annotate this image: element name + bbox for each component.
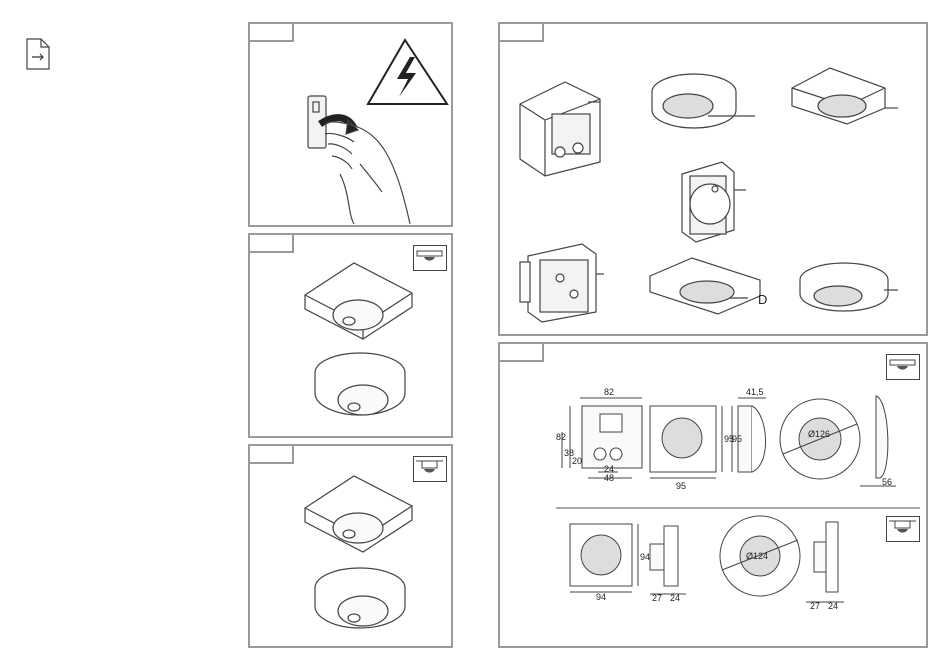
round-surface-cover-illustration (652, 74, 755, 128)
square-flush-detector-illustration (305, 476, 412, 552)
dim-round-diameter: Ø126 (808, 429, 830, 439)
square-flush-cover-illustration (650, 258, 760, 314)
detector-insert-illustration (682, 162, 746, 242)
high-voltage-warning-icon (368, 40, 447, 104)
dim-flush-square-width: 94 (596, 592, 606, 602)
round-flush-cover-illustration (800, 263, 898, 311)
dim-side-height: 95 (732, 434, 742, 444)
dim-flush-square-height: 94 (640, 552, 650, 562)
dim-box-height: 82 (556, 432, 566, 442)
square-surface-cover-illustration (792, 68, 898, 124)
panel-surface-mount (248, 233, 453, 438)
panel-components: D (498, 22, 928, 336)
panel-disconnect-power (248, 22, 453, 227)
panel-dimensions: 82 82 38 20 24 48 95 95 41,5 95 Ø126 56 … (498, 342, 928, 648)
dim-flush-square-side-a: 27 (652, 593, 662, 603)
dim-box-inner-b: 20 (572, 456, 582, 466)
document-icon (25, 38, 51, 70)
hand-unplugging-illustration (308, 96, 410, 224)
round-flush-detector-illustration (315, 568, 405, 628)
dim-flush-round-side-a: 27 (810, 601, 820, 611)
part-label-d: D (758, 292, 767, 307)
dim-flush-round-side-b: 24 (828, 601, 838, 611)
surface-box-illustration (520, 82, 600, 176)
dim-flush-round-diameter: Ø124 (746, 551, 768, 561)
square-detector-illustration (305, 263, 412, 339)
panel-flush-mount (248, 444, 453, 648)
dim-round-depth: 56 (882, 477, 892, 487)
dim-plate-width: 95 (676, 481, 686, 491)
dim-side-depth: 41,5 (746, 387, 764, 397)
dim-box-bottom-b: 48 (604, 473, 614, 483)
flush-box-illustration (520, 244, 604, 322)
dim-flush-square-side-b: 24 (670, 593, 680, 603)
round-detector-illustration (315, 353, 405, 415)
dim-box-width: 82 (604, 387, 614, 397)
